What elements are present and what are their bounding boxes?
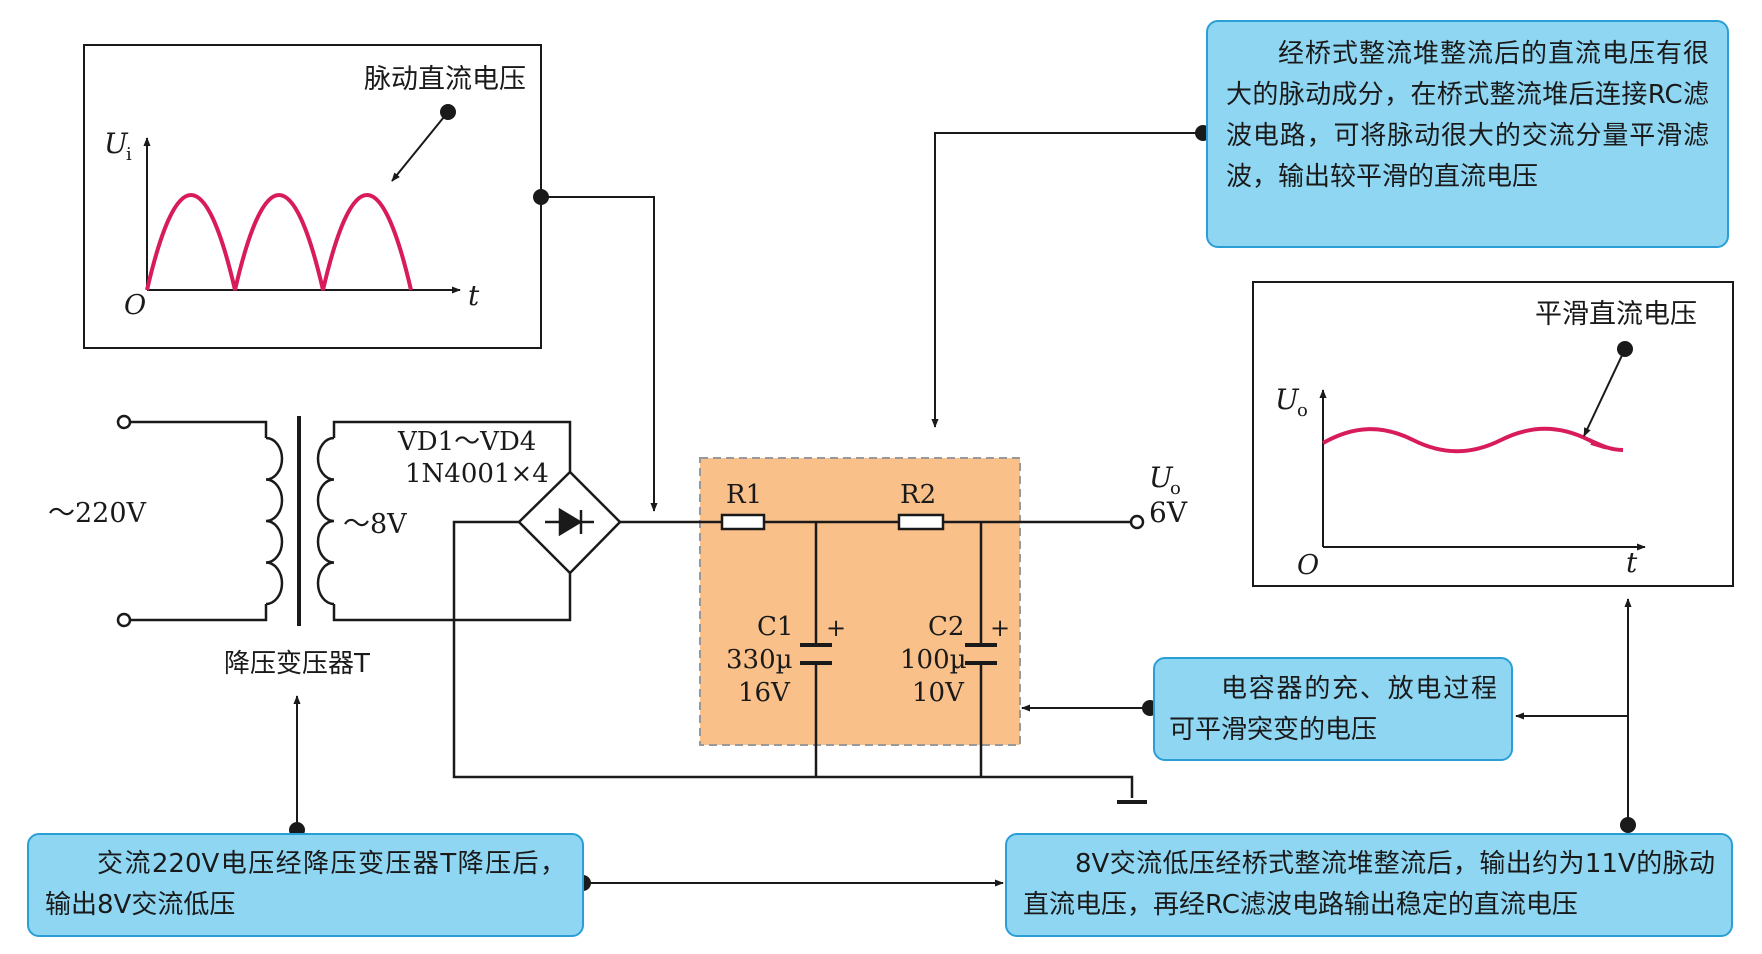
output-terminal	[1129, 514, 1145, 530]
c2-voltage: 10V	[912, 678, 965, 708]
pointer-line	[1583, 348, 1626, 437]
pointer-line	[391, 111, 449, 182]
r2-label: R2	[900, 480, 936, 510]
input-terminal	[116, 414, 132, 430]
bridge-name: VD1～VD4	[397, 427, 536, 457]
output-voltage-symbol: U	[1149, 461, 1174, 494]
origin-label: O	[1297, 550, 1319, 581]
c1-voltage: 16V	[738, 678, 791, 708]
y-axis-label: U	[104, 127, 129, 160]
bridge-rectifier	[517, 470, 622, 575]
origin-label: O	[124, 290, 146, 321]
graph-frame	[1252, 281, 1734, 587]
secondary-wire	[332, 573, 572, 622]
secondary-winding	[316, 436, 335, 606]
bridge-note-arrow	[931, 132, 1203, 428]
bridge-part-number: 1N4001×4	[405, 459, 549, 489]
connector-dot	[533, 189, 549, 205]
output-callout: 8V交流低压经桥式整流堆整流后，输出约为11V的脉动直流电压，再经RC滤波电路输…	[1005, 833, 1733, 937]
transformer-label: 降压变压器T	[224, 649, 370, 679]
capacitor-note-text: 电容器的充、放电过程可平滑突变的电压	[1169, 674, 1497, 745]
resistor-r1	[720, 513, 766, 531]
callout-connectors	[293, 132, 1632, 887]
c1-polarity: +	[826, 614, 846, 642]
c2-name: C2	[928, 612, 964, 642]
c1-name: C1	[757, 612, 793, 642]
ground-wire	[452, 520, 1134, 798]
pulsating-waveform	[145, 193, 413, 291]
primary-wire	[130, 604, 268, 622]
transformer-note-text: 交流220V电压经降压变压器T降压后，输出8V交流低压	[45, 849, 566, 920]
c2-polarity: +	[990, 614, 1010, 642]
c1-value: 330µ	[726, 645, 793, 675]
bridge-filter-callout: 经桥式整流堆整流后的直流电压有很大的脉动成分，在桥式整流堆后连接RC滤波电路，可…	[1206, 20, 1729, 248]
r1-label: R1	[726, 480, 762, 510]
main-wiring	[452, 520, 1147, 804]
output-voltage-value: 6V	[1149, 496, 1188, 529]
pulsating-voltage-graph: 脉动直流电压 U i t O	[83, 44, 542, 349]
input-voltage-label: ～220V	[48, 498, 147, 529]
y-axis-subscript: i	[126, 144, 132, 165]
graph-frame	[83, 44, 542, 349]
smooth-voltage-graph: 平滑直流电压 U o t O	[1252, 281, 1734, 587]
resistor-r2	[897, 513, 945, 531]
smooth-waveform	[1322, 426, 1624, 454]
secondary-wire	[332, 420, 572, 472]
capacitor-callout: 电容器的充、放电过程可平滑突变的电压	[1153, 657, 1513, 761]
output-voltage-subscript: o	[1170, 478, 1181, 499]
pulsating-graph-arrow	[541, 196, 658, 512]
graph-title: 脉动直流电压	[364, 64, 526, 95]
secondary-voltage-label: ～8V	[343, 509, 407, 540]
x-axis-label: t	[1626, 546, 1638, 579]
y-axis-label: U	[1275, 383, 1300, 416]
primary-winding	[265, 436, 284, 606]
input-terminal	[116, 612, 132, 628]
connector-dot	[1620, 817, 1636, 833]
output-note-text: 8V交流低压经桥式整流堆整流后，输出约为11V的脉动直流电压，再经RC滤波电路输…	[1023, 849, 1715, 920]
rc-filter-block	[699, 457, 1021, 746]
primary-wire	[130, 420, 268, 438]
bridge-note-text: 经桥式整流堆整流后的直流电压有很大的脉动成分，在桥式整流堆后连接RC滤波电路，可…	[1226, 39, 1709, 192]
step-down-transformer	[116, 414, 572, 628]
transformer-callout: 交流220V电压经降压变压器T降压后，输出8V交流低压	[27, 833, 584, 937]
y-axis-subscript: o	[1297, 400, 1308, 421]
graph-title: 平滑直流电压	[1535, 299, 1697, 330]
c2-value: 100µ	[900, 645, 967, 675]
x-axis-label: t	[468, 279, 480, 312]
